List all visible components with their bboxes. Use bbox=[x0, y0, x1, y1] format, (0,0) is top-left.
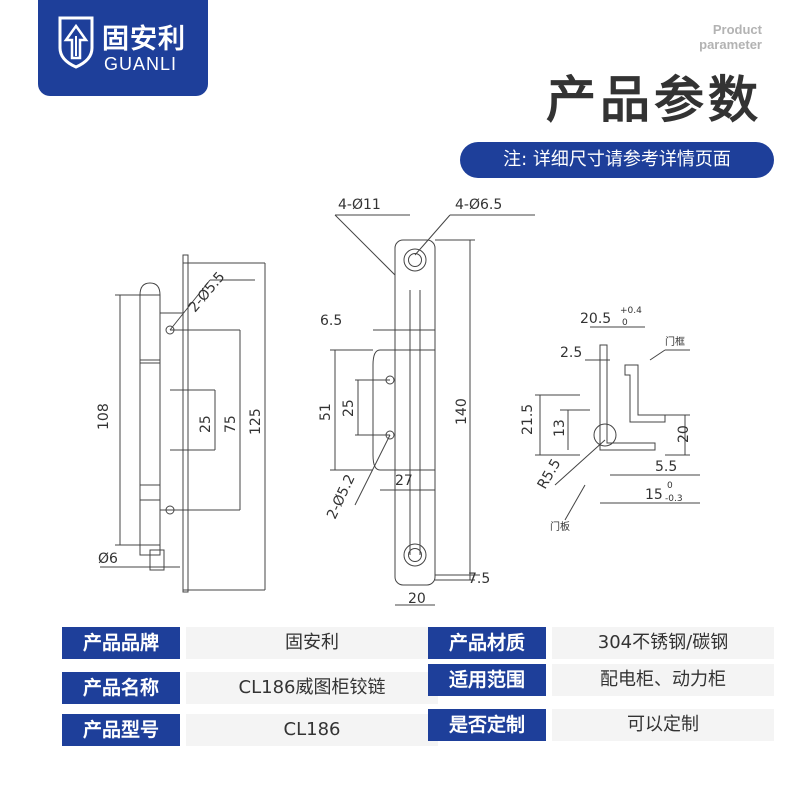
spec-label: 产品型号 bbox=[62, 714, 180, 746]
dim-label: 门框 bbox=[665, 335, 685, 348]
dim-label: -0.3 bbox=[665, 494, 683, 504]
dim-label: 25 bbox=[341, 399, 357, 417]
note-badge: 注: 详细尺寸请参考详情页面 bbox=[460, 142, 774, 178]
subtitle-line-1: Product bbox=[712, 22, 762, 37]
dim-label: 4-Ø11 bbox=[338, 197, 381, 213]
spec-value: 304不锈钢/碳钢 bbox=[552, 627, 774, 659]
spec-value: CL186 bbox=[186, 714, 438, 746]
dim-label: 6.5 bbox=[320, 313, 342, 329]
dim-label: Ø6 bbox=[98, 551, 118, 567]
spec-value: 配电柜、动力柜 bbox=[552, 664, 774, 696]
brand-name-en: GUANLI bbox=[104, 54, 178, 74]
dim-label: 21.5 bbox=[520, 404, 536, 435]
dim-label: 4-Ø6.5 bbox=[455, 197, 502, 213]
dim-label: 门板 bbox=[550, 520, 570, 533]
dim-label: 7.5 bbox=[468, 571, 490, 587]
technical-drawing: 2-Ø5.5 108 25 75 125 Ø6 4-Ø11 4-Ø6.5 6.5… bbox=[96, 197, 700, 607]
dim-label: 27 bbox=[395, 473, 413, 489]
shield-logo-icon bbox=[58, 16, 94, 69]
dim-label: 75 bbox=[223, 415, 239, 433]
dim-label: 2.5 bbox=[560, 345, 582, 361]
spec-label: 产品材质 bbox=[428, 627, 546, 659]
side-view: 2-Ø5.5 108 25 75 125 Ø6 bbox=[96, 254, 266, 593]
dim-label: R5.5 bbox=[535, 456, 565, 492]
section-subtitle-en: Product parameter bbox=[699, 22, 762, 52]
dim-label: 108 bbox=[96, 403, 112, 430]
dim-label: 51 bbox=[318, 403, 334, 421]
dim-label: 0 bbox=[667, 481, 673, 491]
dim-label: 2-Ø5.5 bbox=[186, 269, 229, 315]
front-view: 4-Ø11 4-Ø6.5 6.5 51 25 140 2-Ø5.2 27 7.5… bbox=[318, 197, 535, 607]
spec-label: 产品名称 bbox=[62, 672, 180, 704]
subtitle-line-2: parameter bbox=[699, 37, 762, 52]
spec-value: 固安利 bbox=[186, 627, 438, 659]
dim-label: 25 bbox=[198, 415, 214, 433]
dim-label: 0 bbox=[622, 318, 628, 328]
section-view: 20.5 +0.4 0 2.5 门框 21.5 13 20 R5.5 5.5 1… bbox=[520, 306, 700, 533]
dim-label: 20 bbox=[408, 591, 426, 607]
spec-label: 是否定制 bbox=[428, 709, 546, 741]
spec-label: 适用范围 bbox=[428, 664, 546, 696]
brand-logo: 固安利 GUANLI bbox=[38, 0, 208, 96]
dim-label: 20.5 bbox=[580, 311, 611, 327]
spec-value: CL186威图柜铰链 bbox=[186, 672, 438, 704]
spec-label: 产品品牌 bbox=[62, 627, 180, 659]
dim-label: 20 bbox=[676, 425, 692, 443]
spec-value: 可以定制 bbox=[552, 709, 774, 741]
dim-label: 125 bbox=[248, 408, 264, 435]
dim-label: 140 bbox=[454, 398, 470, 425]
brand-name-cn: 固安利 bbox=[102, 24, 186, 55]
dim-label: +0.4 bbox=[620, 306, 642, 316]
dim-label: 15 bbox=[645, 487, 663, 503]
page-title: 产品参数 bbox=[546, 71, 762, 129]
dim-label: 5.5 bbox=[655, 459, 677, 475]
dim-label: 13 bbox=[552, 419, 568, 437]
dim-label: 2-Ø5.2 bbox=[324, 472, 358, 522]
